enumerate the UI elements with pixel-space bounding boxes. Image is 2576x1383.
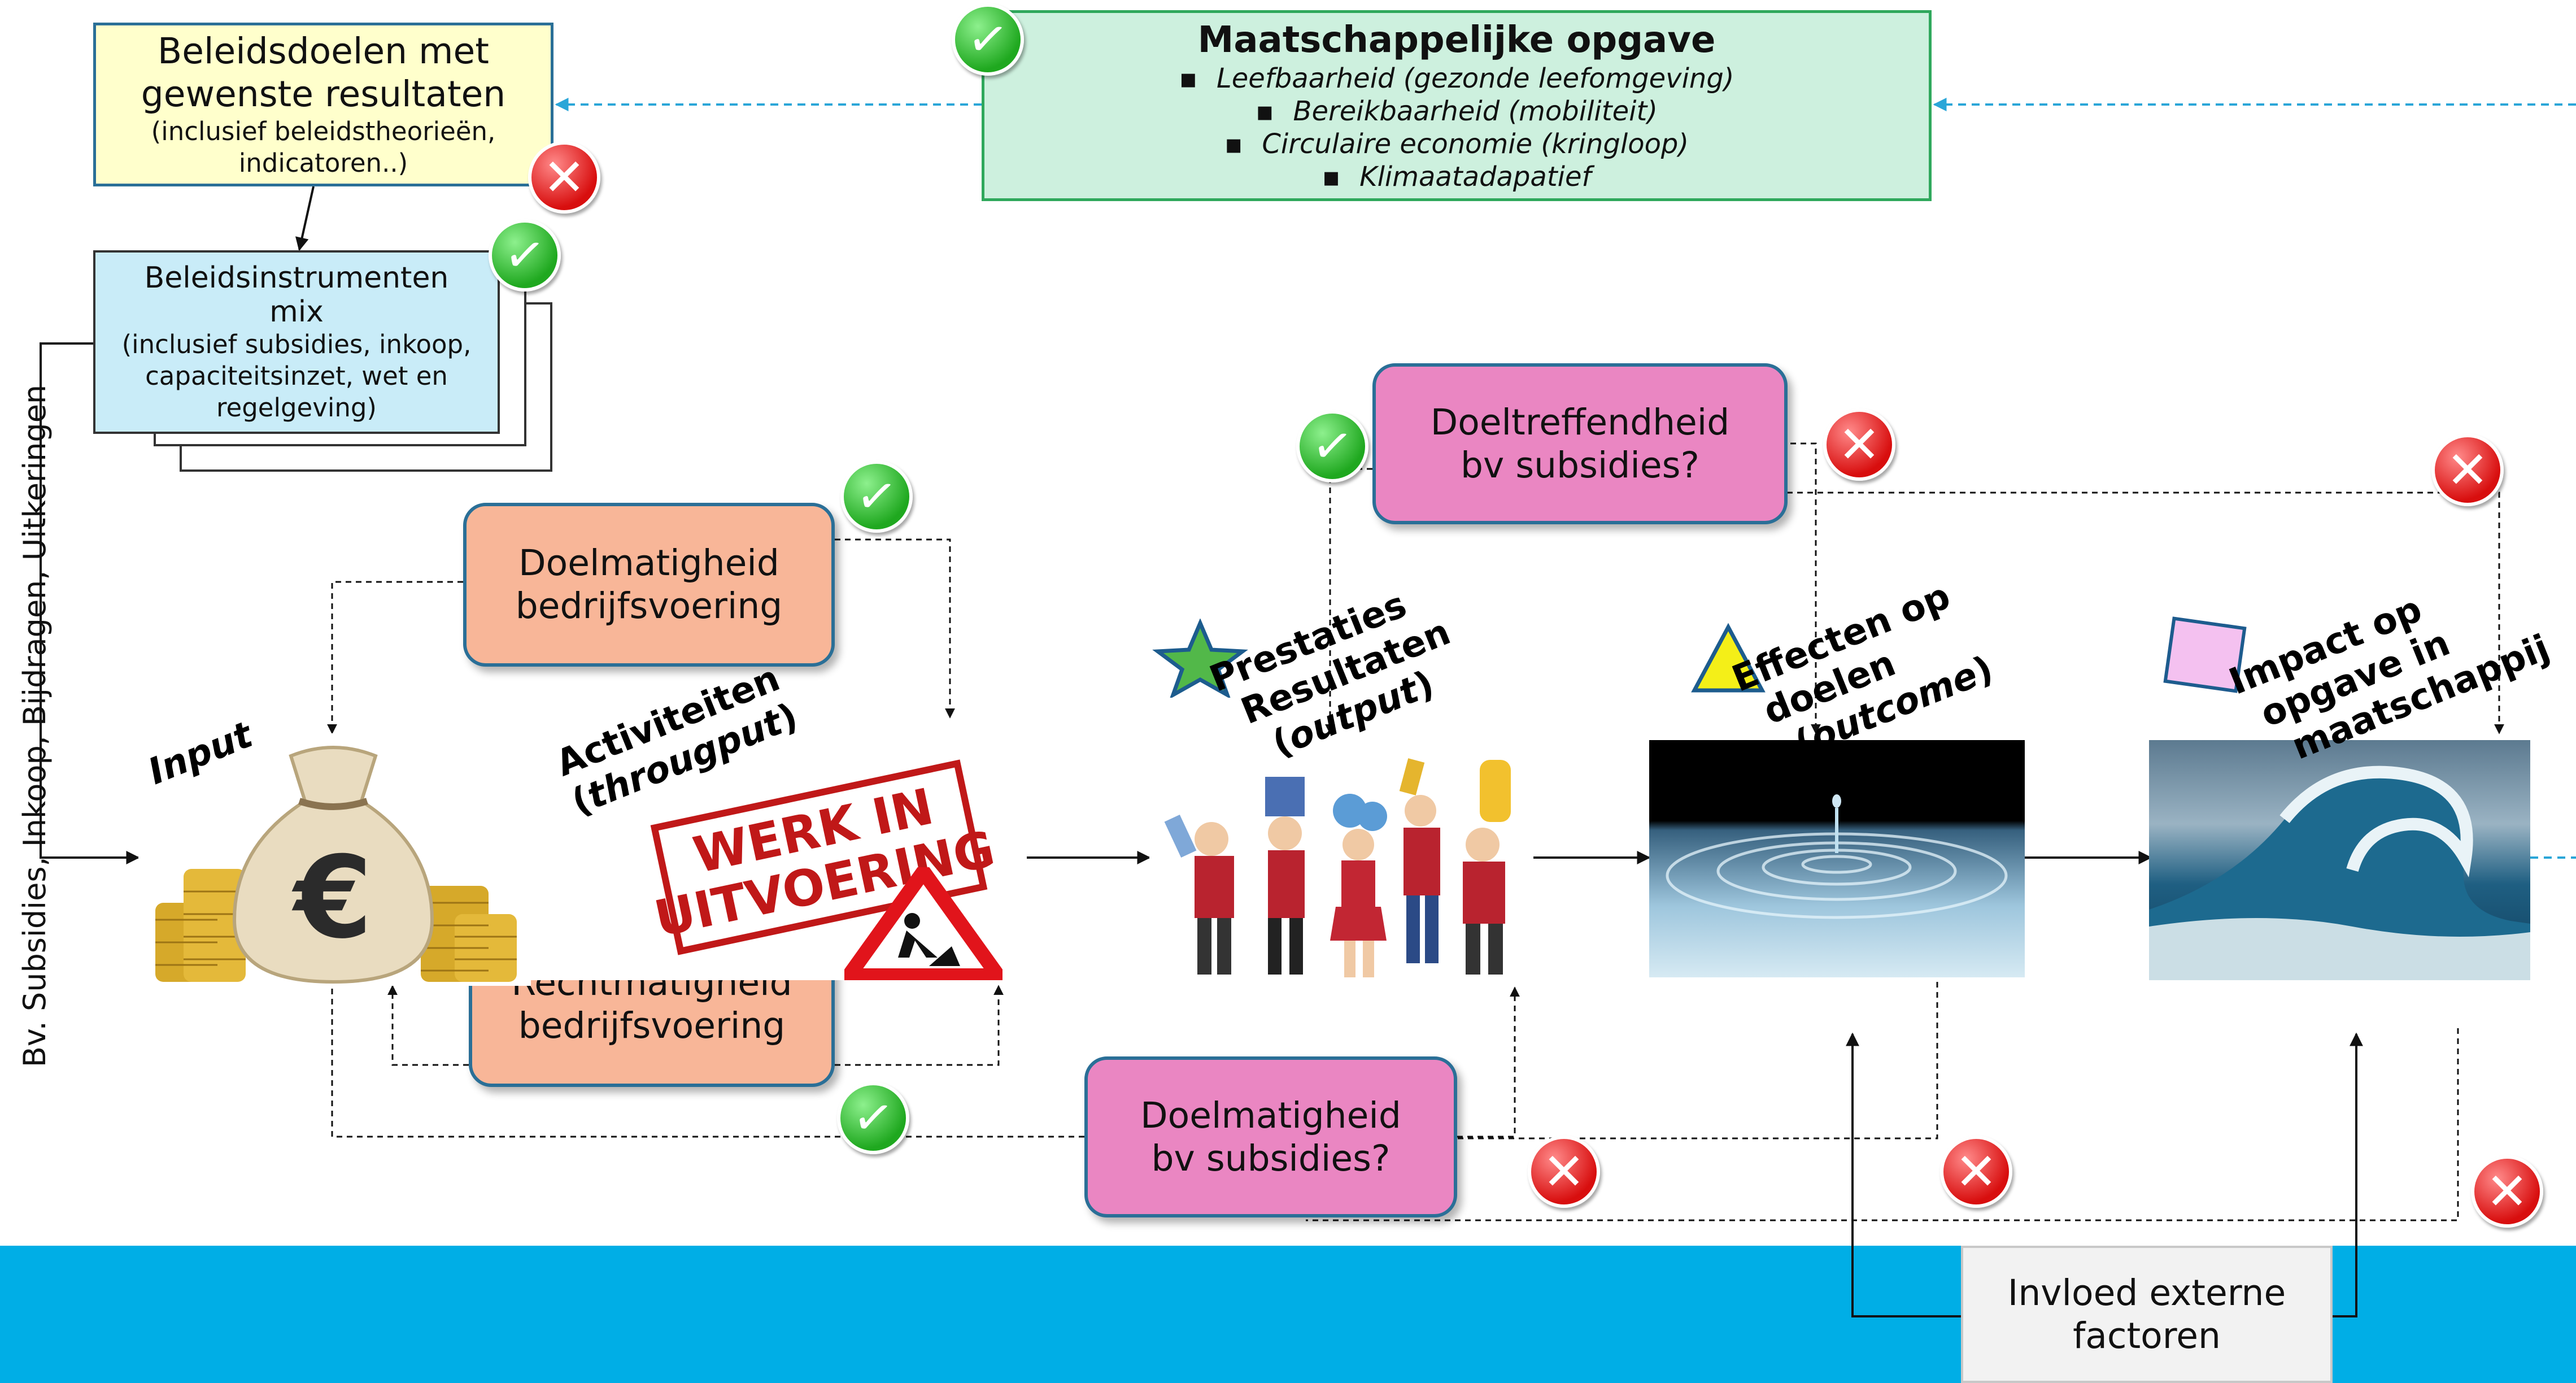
doelmatigheid-subsidies-box: Doelmatigheid bv subsidies? bbox=[1084, 1056, 1457, 1217]
cross-icon-effecten: ✕ bbox=[1940, 1136, 2012, 1208]
doeltreffendheid-box: Doeltreffendheid bv subsidies? bbox=[1372, 363, 1788, 524]
rechtmatigheid-loop bbox=[387, 985, 469, 1066]
instrumenten-title-1: Beleidsinstrumenten bbox=[144, 260, 449, 295]
cheering-crowd-image bbox=[1149, 737, 1533, 986]
cross-icon-impact-top: ✕ bbox=[2431, 434, 2504, 506]
doelmatigheid-sub-line-2: bv subsidies? bbox=[1151, 1137, 1391, 1179]
ocean-wave-image bbox=[2149, 740, 2530, 980]
opgave-list: Leefbaarheid (gezonde leefomgeving) Bere… bbox=[1179, 62, 1734, 193]
instrumenten-sub-3: regelgeving) bbox=[216, 392, 377, 423]
doelmatigheid-bedrijf-line-1: Doelmatigheid bbox=[518, 542, 779, 584]
doelmatigheid-sub-loop bbox=[331, 986, 1084, 1138]
beleidsdoelen-title-2: gewenste resultaten bbox=[141, 73, 506, 115]
euro-bag-icon: € bbox=[232, 746, 434, 984]
green-star-icon bbox=[1152, 619, 1248, 698]
werk-in-uitvoering-image: WERK IN UITVOERING bbox=[531, 737, 1027, 980]
doelmatigheid-bedrijf-loop bbox=[327, 581, 463, 734]
instrumenten-sub-1: (inclusief subsidies, inkoop, bbox=[121, 329, 472, 359]
money-bag-image: € bbox=[138, 733, 531, 986]
externe-line-1: Invloed externe bbox=[2007, 1272, 2286, 1314]
externe-factoren-box: Invloed externe factoren bbox=[1961, 1246, 2333, 1383]
opgave-item: Leefbaarheid (gezonde leefomgeving) bbox=[1179, 62, 1734, 95]
doeltreffendheid-line-1: Doeltreffendheid bbox=[1430, 401, 1730, 443]
externe-line-2: factoren bbox=[2073, 1315, 2221, 1356]
crowd-figure-4 bbox=[1399, 758, 1440, 963]
svg-text:€: € bbox=[291, 832, 372, 964]
instrumenten-to-input-arrow bbox=[40, 342, 140, 864]
side-label: Bv. Subsidies, Inkoop, Bijdragen, Uitker… bbox=[17, 384, 53, 1068]
crowd-figure-2 bbox=[1265, 777, 1305, 975]
water-ripple-image bbox=[1649, 740, 2025, 977]
doelen-to-instrumenten-arrow bbox=[295, 186, 315, 251]
cross-icon-beleidsdoelen: ✕ bbox=[528, 141, 600, 214]
effecten-bottom-loop bbox=[1457, 972, 1938, 1140]
check-icon-instrumenten: ✓ bbox=[489, 219, 561, 292]
roadwork-sign-icon bbox=[844, 867, 1002, 980]
maatschappelijke-opgave-box: Maatschappelijke opgave Leefbaarheid (ge… bbox=[982, 10, 1932, 201]
crowd-figure-3 bbox=[1330, 794, 1387, 977]
doeltreffendheid-line-2: bv subsidies? bbox=[1461, 444, 1699, 486]
cross-icon-doelmatigheid-sub: ✕ bbox=[1528, 1136, 1600, 1208]
crowd-figure-5 bbox=[1463, 760, 1511, 975]
doeltreffendheid-right-loop bbox=[1790, 442, 1821, 734]
cross-icon-doeltreffendheid: ✕ bbox=[1823, 408, 1895, 481]
crowd-figure-1 bbox=[1164, 814, 1234, 975]
doelmatigheid-sub-line-1: Doelmatigheid bbox=[1140, 1094, 1401, 1136]
check-icon-rechtmatigheid: ✓ bbox=[837, 1082, 909, 1154]
doelmatigheid-bedrijfsvoering-box: Doelmatigheid bedrijfsvoering bbox=[463, 503, 835, 667]
beleidsinstrumenten-box: Beleidsinstrumenten mix (inclusief subsi… bbox=[93, 250, 500, 434]
cross-icon-impact-bottom: ✕ bbox=[2471, 1155, 2543, 1228]
opgave-item: Circulaire economie (kringloop) bbox=[1179, 128, 1734, 160]
coin-stack-icon bbox=[155, 869, 517, 982]
rechtmatigheid-line-2: bedrijfsvoering bbox=[518, 1005, 786, 1046]
beleidsdoelen-sub-1: (inclusief beleidstheorieën, bbox=[151, 116, 496, 146]
beleidsdoelen-sub-2: indicatoren..) bbox=[238, 148, 408, 178]
yellow-triangle-icon bbox=[1691, 623, 1766, 693]
beleidsdoelen-title-1: Beleidsdoelen met bbox=[158, 31, 489, 72]
instrumenten-sub-2: capaciteitsinzet, wet en bbox=[145, 360, 448, 391]
extern-to-impact-arrow bbox=[2333, 1032, 2363, 1317]
doeltreffendheid-impact-loop bbox=[1706, 492, 2504, 734]
impact-bottom-loop bbox=[1306, 1028, 2459, 1221]
opgave-title: Maatschappelijke opgave bbox=[1197, 19, 1716, 61]
doelmatigheid-bedrijf-line-2: bedrijfsvoering bbox=[515, 585, 783, 627]
opgave-item: Bereikbaarheid (mobiliteit) bbox=[1179, 95, 1734, 128]
check-icon-doeltreffendheid: ✓ bbox=[1296, 410, 1368, 482]
beleidsdoelen-box: Beleidsdoelen met gewenste resultaten (i… bbox=[93, 23, 553, 186]
opgave-item: Klimaatadapatief bbox=[1179, 160, 1734, 193]
check-icon-doelmatigheid-bedrijf: ✓ bbox=[840, 460, 913, 533]
instrumenten-title-2: mix bbox=[269, 294, 324, 329]
extern-to-effecten-arrow bbox=[1846, 1032, 1961, 1317]
check-icon-opgave: ✓ bbox=[952, 3, 1024, 76]
